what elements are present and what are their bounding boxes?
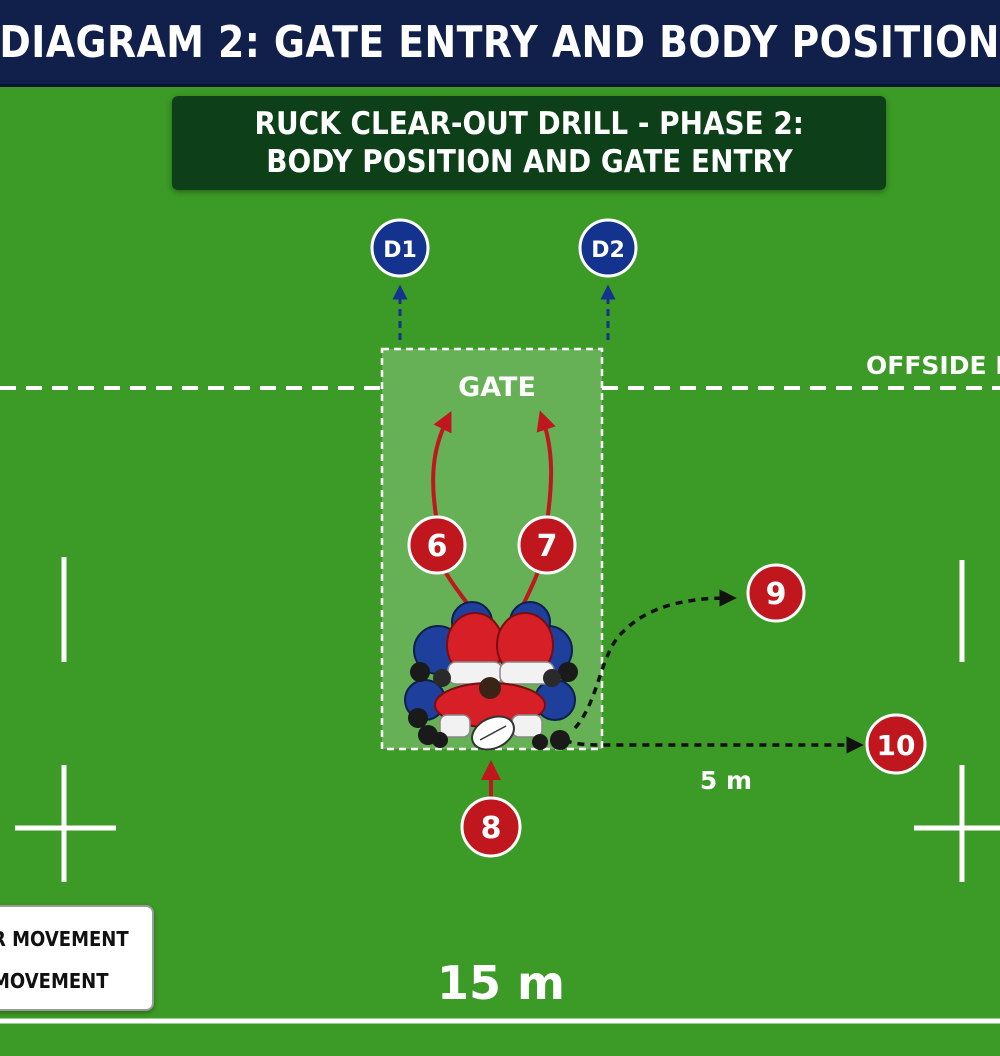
pass-to-9-arrow — [573, 589, 737, 730]
defender-d1-label: D1 — [383, 238, 417, 263]
legend-box: R MOVEMENT MOVEMENT — [0, 905, 154, 1011]
player-7-marker: 7 — [517, 515, 577, 575]
distance-5m-label: 5 m — [700, 766, 752, 795]
player-6-marker: 6 — [407, 515, 467, 575]
defender-d2-marker: D2 — [578, 218, 638, 278]
legend-item-2: MOVEMENT — [0, 969, 109, 993]
player-8-marker: 8 — [460, 796, 522, 858]
player-10-marker: 10 — [865, 713, 927, 775]
offside-line-label: OFFSIDE L — [866, 351, 1000, 380]
player-6-path-upper — [431, 411, 452, 523]
player-8-label: 8 — [481, 811, 502, 846]
legend-item-1: R MOVEMENT — [0, 927, 129, 951]
subtitle-line-1: RUCK CLEAR-OUT DRILL - PHASE 2: — [254, 106, 804, 142]
player-9-marker: 9 — [746, 563, 806, 623]
player-9-label: 9 — [766, 577, 787, 612]
drill-subtitle-box: RUCK CLEAR-OUT DRILL - PHASE 2: BODY POS… — [172, 96, 886, 190]
gate-label: GATE — [458, 372, 536, 403]
defender-d1-marker: D1 — [370, 218, 430, 278]
player-7-label: 7 — [537, 529, 558, 564]
player-6-label: 6 — [427, 529, 448, 564]
defender-d2-label: D2 — [591, 238, 625, 263]
ruck-cluster — [404, 601, 578, 751]
subtitle-line-2: BODY POSITION AND GATE ENTRY — [265, 144, 793, 180]
player-7-path-upper — [536, 410, 556, 523]
diagram-header: DIAGRAM 2: GATE ENTRY AND BODY POSITION — [0, 0, 1000, 87]
player-10-label: 10 — [877, 729, 916, 762]
diagram-title: DIAGRAM 2: GATE ENTRY AND BODY POSITION — [0, 16, 1000, 68]
distance-15m-label: 15 m — [437, 956, 565, 1010]
